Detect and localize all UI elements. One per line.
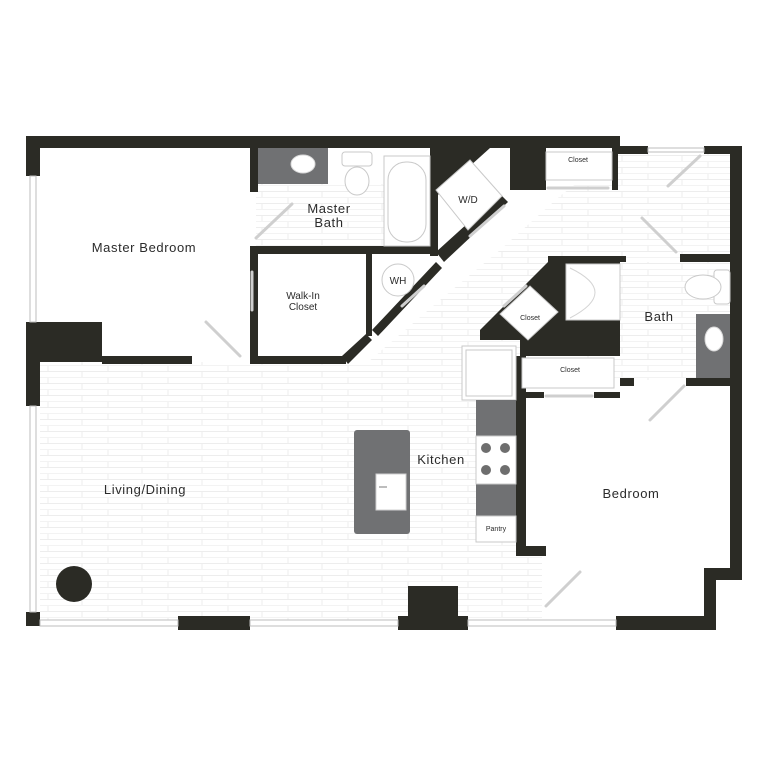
label-bath: Bath: [644, 309, 673, 324]
pantry-label: Pantry: [486, 526, 507, 533]
toilet-icon: [341, 151, 373, 196]
washer-dryer: W/D: [435, 159, 503, 231]
wall-closet-top-right: [612, 146, 618, 190]
wall-bed-left-stub: [516, 546, 546, 556]
room-labels: Master Bedroom Master Bath Walk-In Close…: [92, 201, 673, 501]
closet-bed-label: Closet: [560, 367, 580, 374]
wall-closet-bed-bottom-r: [594, 392, 620, 398]
wall-wh-diagonal: [372, 262, 442, 336]
stove-icon: [475, 435, 517, 485]
wall-closet-bed-bottom: [516, 392, 544, 398]
wall-closet-bottom: [250, 356, 346, 364]
wall-top: [26, 136, 620, 148]
wall-left-stub: [26, 362, 40, 406]
label-master-bedroom: Master Bedroom: [92, 240, 197, 255]
window-left-2: [29, 405, 37, 613]
wall-bottom-right: [616, 616, 716, 630]
shower-curve: [569, 267, 596, 319]
label-bedroom: Bedroom: [603, 486, 660, 501]
water-heater: WH: [381, 263, 415, 297]
bath-toilet: [684, 269, 731, 305]
door-master-bath: [254, 202, 294, 240]
fixtures: W/D WH Closet Closet Closet: [56, 148, 731, 602]
wh-label: WH: [390, 276, 407, 287]
wall-bed-left: [516, 356, 526, 552]
door-wh: [400, 284, 426, 308]
closet-top: Closet: [545, 151, 613, 181]
wall-wd-side: [430, 148, 438, 256]
walk-in-closet-floor: [260, 256, 366, 356]
wall-right-top: [704, 146, 742, 154]
window-bottom-3: [467, 619, 617, 627]
wall-left-bottom: [26, 612, 40, 626]
wall-master-bottom: [102, 356, 192, 364]
wall-bath-mid: [250, 246, 436, 254]
wall-closet-diagonal: [342, 334, 372, 364]
door-hall-right: [666, 154, 702, 188]
window-bottom-2: [249, 619, 399, 627]
label-kitchen: Kitchen: [417, 452, 465, 467]
wd-label: W/D: [458, 195, 477, 206]
bedroom-floor: [526, 384, 730, 618]
window-bottom-1: [39, 619, 179, 627]
door-wd: [468, 204, 506, 238]
wall-left-upper: [26, 136, 40, 176]
closet-top-label: Closet: [568, 157, 588, 164]
sink-icon: [290, 154, 316, 174]
door-bath-bed: [648, 384, 686, 422]
label-walk-in-1: Walk-In: [286, 291, 320, 302]
door-master-bedroom: [204, 320, 242, 358]
closet-hall: Closet: [499, 285, 559, 341]
wall-top-right: [618, 146, 648, 154]
wall-bottom-left: [178, 616, 250, 630]
label-living-dining: Living/Dining: [104, 482, 186, 497]
wall-bottom-mid: [398, 616, 468, 630]
wall-wd-diagonal: [436, 194, 508, 262]
wall-wh: [366, 254, 372, 336]
bath-sink-icon: [704, 326, 724, 352]
wall-right-lower: [704, 568, 716, 630]
windows: [29, 147, 705, 627]
door-hall-bath: [640, 216, 678, 254]
bath-tub-shower: [565, 263, 621, 321]
closet-bed: Closet: [521, 357, 615, 389]
wall-bath-bottom-right: [686, 378, 732, 386]
wall-master-right: [250, 148, 258, 192]
bathtub-icon: [383, 155, 431, 247]
doors: [204, 154, 702, 608]
window-left-1: [29, 175, 37, 323]
label-walk-in-2: Closet: [289, 302, 318, 313]
wall-bath-bottom: [620, 378, 634, 386]
wall-right: [730, 146, 742, 580]
window-top-right: [647, 147, 705, 153]
column-icon: [56, 566, 92, 602]
label-master-bath-2: Bath: [314, 215, 343, 230]
refrigerator-icon: [461, 345, 517, 401]
wall-master-right-lower: [250, 250, 258, 364]
wall-closet-top-left: [540, 146, 546, 190]
door-closet-hall: [502, 284, 528, 308]
pantry: Pantry: [475, 515, 517, 543]
wall-bath-top: [680, 254, 732, 262]
wall-closet-top-block: [510, 146, 544, 190]
kitchen-island: [354, 430, 410, 534]
closet-hall-label: Closet: [520, 315, 540, 322]
wall-left-column: [26, 322, 102, 362]
door-bedroom: [544, 570, 582, 608]
label-master-bath-1: Master: [307, 201, 350, 216]
living-floor: [40, 362, 542, 620]
